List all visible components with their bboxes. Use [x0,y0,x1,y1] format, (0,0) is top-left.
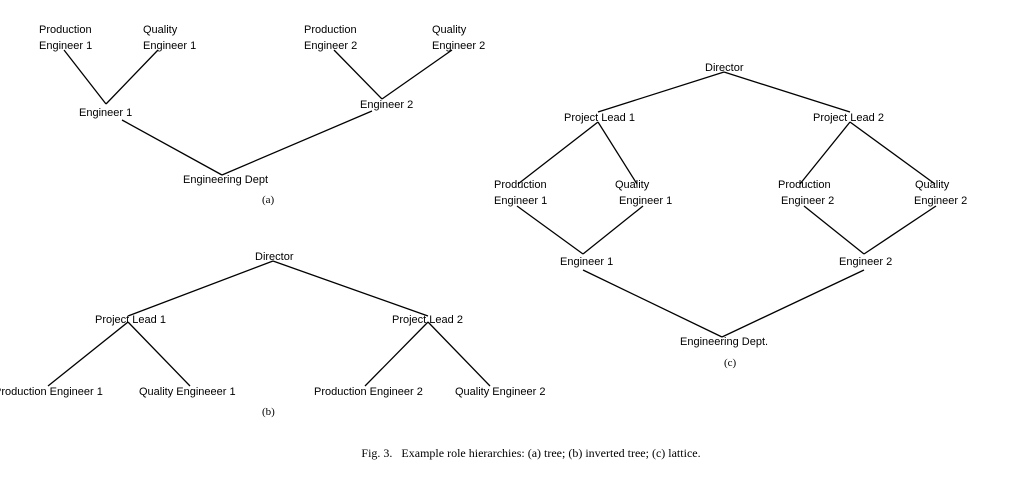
node-c-engineering-dept: Engineering Dept. [680,336,768,348]
edge-b-pl2-qe2 [427,321,491,387]
node-c-quality-engineer-1-line1: Quality [615,179,650,191]
figure-caption-number: Fig. 3. [361,446,393,460]
node-b-project-lead-1: Project Lead 1 [95,314,166,326]
edge-c-pl2-pe2 [799,121,851,185]
node-c-project-lead-1: Project Lead 1 [564,112,635,124]
edge-b-director-pl2 [272,260,429,317]
edge-b-director-pl1 [127,260,274,317]
edge-c-director-pl2 [723,71,851,113]
edge-c-pl1-qe1 [597,121,638,185]
diagram-c-lattice: Director Project Lead 1 Project Lead 2 P… [494,62,967,369]
node-a-production-engineer-1-line1: Production [39,24,92,36]
node-b-director: Director [255,251,294,263]
edge-a-e1-dept [121,119,223,176]
node-c-quality-engineer-2-line2: Engineer 2 [914,195,967,207]
edge-a-qe2-e2 [381,49,453,100]
node-b-production-engineer-2: Production Engineer 2 [314,386,423,398]
node-b-project-lead-2: Project Lead 2 [392,314,463,326]
edge-c-qe2-e2 [863,205,937,255]
diagram-a-sub-label: (a) [262,194,275,206]
diagram-c-sub-label: (c) [724,357,737,369]
edge-b-pl1-pe1 [47,321,129,387]
node-c-production-engineer-2-line2: Engineer 2 [781,195,834,207]
node-b-quality-engineer-2: Quality Engineer 2 [455,386,546,398]
node-a-production-engineer-2-line1: Production [304,24,357,36]
node-c-director: Director [705,62,744,74]
edge-a-qe1-e1 [105,49,159,105]
edge-c-pe2-e2 [803,205,865,255]
node-a-engineer-2: Engineer 2 [360,99,413,111]
edge-c-e1-dept [582,269,723,338]
edge-c-pl2-qe2 [849,121,936,185]
node-c-quality-engineer-2-line1: Quality [915,179,950,191]
node-a-quality-engineer-1-line2: Engineer 1 [143,40,196,52]
node-c-production-engineer-1-line2: Engineer 1 [494,195,547,207]
figure-caption-text: Example role hierarchies: (a) tree; (b) … [401,446,701,460]
node-c-project-lead-2: Project Lead 2 [813,112,884,124]
node-a-engineering-dept: Engineering Dept [183,174,268,186]
edge-b-pl1-qe1 [127,321,191,387]
node-c-quality-engineer-1-line2: Engineer 1 [619,195,672,207]
edge-c-pe1-e1 [516,205,584,255]
edge-a-e2-dept [221,110,373,176]
edge-c-qe1-e1 [582,205,644,255]
diagram-a-tree: Production Engineer 1 Quality Engineer 1… [39,24,485,206]
node-b-production-engineer-1: Production Engineer 1 [0,386,103,398]
figure-caption: Fig. 3. Example role hierarchies: (a) tr… [0,446,1010,461]
edge-a-pe1-e1 [63,49,107,105]
node-a-production-engineer-2-line2: Engineer 2 [304,40,357,52]
edge-b-pl2-pe2 [364,321,429,387]
node-c-production-engineer-2-line1: Production [778,179,831,191]
node-c-production-engineer-1-line1: Production [494,179,547,191]
node-a-quality-engineer-2-line2: Engineer 2 [432,40,485,52]
edge-c-e2-dept [721,269,865,338]
edge-a-pe2-e2 [333,49,383,100]
edge-c-director-pl1 [597,71,725,113]
node-a-quality-engineer-2-line1: Quality [432,24,467,36]
node-c-engineer-2: Engineer 2 [839,256,892,268]
diagram-b-inverted-tree: Director Project Lead 1 Project Lead 2 P… [0,251,546,418]
node-c-engineer-1: Engineer 1 [560,256,613,268]
edge-c-pl1-pe1 [517,121,599,185]
node-a-production-engineer-1-line2: Engineer 1 [39,40,92,52]
node-b-quality-engineer-1: Quality Engineeer 1 [139,386,236,398]
diagram-b-sub-label: (b) [262,406,275,418]
node-a-quality-engineer-1-line1: Quality [143,24,178,36]
node-a-engineer-1: Engineer 1 [79,107,132,119]
